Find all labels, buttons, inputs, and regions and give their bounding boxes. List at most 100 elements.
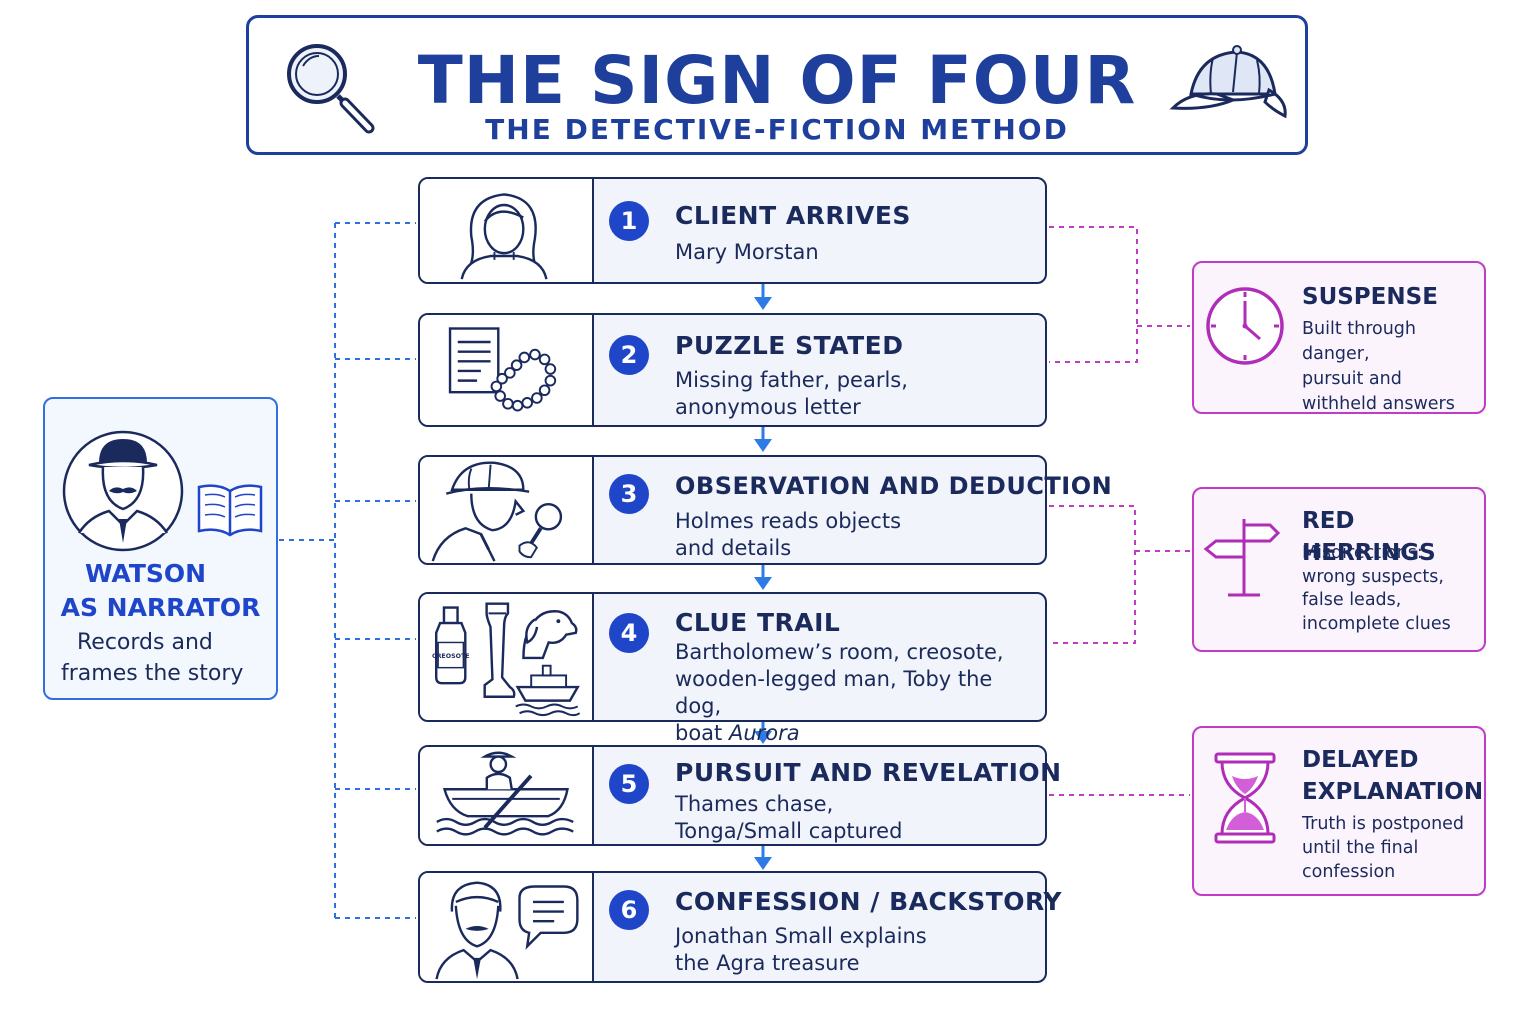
step-4-desc-line-last: boat Aurora [675, 720, 1035, 747]
step-6-title: CONFESSION / BACKSTORY [675, 887, 1063, 916]
open-book-icon [197, 484, 263, 537]
clue-objects-icon: CREOSOTE [432, 602, 581, 717]
device-title-line: DELAYED [1302, 747, 1419, 773]
step-4-description: Bartholomew’s room, creosote, wooden-leg… [675, 639, 1035, 747]
detective-with-magnifier-icon [431, 461, 563, 562]
step-1-title: CLIENT ARRIVES [675, 201, 911, 230]
step-5-description: Thames chase, Tonga/Small captured [675, 791, 1035, 845]
step-1-description: Mary Morstan [675, 239, 1035, 266]
device-desc-line: false leads, [1302, 590, 1402, 610]
flow-arrow-1-2 [754, 283, 772, 310]
step-4-desc-boat: boat [675, 721, 723, 745]
step-4-desc-boat-name: Aurora [728, 721, 800, 745]
device-delayed-explanation: DELAYED EXPLANATION Truth is postponed u… [1192, 726, 1486, 896]
woman-portrait-icon [460, 193, 548, 280]
rowing-boat-icon [436, 751, 574, 836]
device-red-herrings: RED HERRINGS Misdirections: wrong suspec… [1192, 487, 1486, 652]
step-3-title: OBSERVATION AND DEDUCTION [675, 472, 1113, 500]
step-3-number: 3 [609, 474, 649, 514]
step-4-desc-line: Bartholomew’s room, creosote, [675, 640, 1004, 664]
wooden-leg-icon [483, 602, 516, 698]
device-desc-line: wrong suspects, [1302, 566, 1444, 587]
step-4-card: CREOSOTE 4 CLUE TRAIL Bartholomew’s room… [418, 592, 1047, 745]
step-5-icon-cell [420, 747, 594, 844]
device-desc-line: withheld answers [1302, 394, 1455, 414]
boat-aurora-icon [515, 664, 581, 717]
device-connectors [1049, 226, 1190, 796]
step-3-card: 3 OBSERVATION AND DEDUCTION Holmes reads… [418, 455, 1112, 565]
narrator-desc-line: frames the story [61, 661, 244, 686]
step-2-number: 2 [609, 335, 649, 375]
step-6-desc-line: the Agra treasure [675, 951, 860, 975]
bottle-label: CREOSOTE [432, 653, 470, 660]
device-delayed-explanation-description: Truth is postponed until the final confe… [1302, 812, 1478, 884]
device-suspense-description: Built through danger, pursuit and withhe… [1302, 317, 1478, 417]
narrator-box: WATSON AS NARRATOR Records and frames th… [43, 397, 278, 700]
magnifying-glass-icon [287, 44, 375, 134]
step-6-card: 6 CONFESSION / BACKSTORY Jonathan Small … [418, 871, 1062, 983]
creosote-bottle-icon: CREOSOTE [432, 606, 470, 685]
device-desc-line: until the final [1302, 838, 1419, 858]
device-desc-line: pursuit and [1302, 369, 1402, 389]
step-5-number: 5 [609, 764, 649, 804]
clock-icon [1206, 287, 1284, 365]
device-desc-line: Built through danger, [1302, 319, 1417, 364]
step-3-desc-line: Holmes reads objects [675, 509, 902, 533]
step-4-title: CLUE TRAIL [675, 608, 841, 637]
step-2-desc-line: anonymous letter [675, 395, 861, 419]
step-6-number: 6 [609, 890, 649, 930]
device-title-line: SUSPENSE [1302, 284, 1438, 310]
hourglass-icon [1214, 752, 1276, 844]
step-2-icon-cell [420, 315, 594, 425]
step-3-icon-cell [420, 457, 594, 563]
step-4-number: 4 [609, 613, 649, 653]
page-title: THE SIGN OF FOUR [417, 42, 1137, 119]
device-suspense-title: SUSPENSE [1302, 281, 1478, 313]
deerstalker-hat-icon [1169, 45, 1287, 119]
step-4-desc-line: wooden-legged man, Toby the dog, [675, 667, 993, 718]
flow-arrow-2-3 [754, 426, 772, 452]
title-banner: THE SIGN OF FOUR THE DETECTIVE-FICTION M… [246, 15, 1308, 155]
device-desc-line: incomplete clues [1302, 613, 1451, 634]
narrator-desc-line: Records and [77, 630, 213, 655]
page-subtitle: THE DETECTIVE-FICTION METHOD [485, 113, 1069, 146]
device-red-herrings-title: RED HERRINGS [1302, 505, 1478, 569]
step-1-icon-cell [420, 179, 594, 282]
step-5-title: PURSUIT AND REVELATION [675, 758, 1062, 787]
flow-arrow-5-6 [754, 846, 772, 870]
flow-arrow-3-4 [754, 565, 772, 590]
device-desc-line: Truth is postponed [1302, 814, 1465, 834]
narrator-subtitle: AS NARRATOR [60, 593, 261, 622]
step-6-desc-line: Jonathan Small explains [675, 924, 927, 948]
step-1-desc-line: Mary Morstan [675, 240, 819, 264]
step-2-desc-line: Missing father, pearls, [675, 368, 908, 392]
step-4-icon-cell: CREOSOTE [420, 594, 594, 720]
step-2-description: Missing father, pearls, anonymous letter [675, 367, 1035, 421]
device-red-herrings-description: Misdirections: wrong suspects, false lea… [1302, 542, 1478, 636]
device-suspense: SUSPENSE Built through danger, pursuit a… [1192, 261, 1486, 414]
device-title-line: EXPLANATION [1302, 779, 1484, 805]
man-with-speech-bubble-icon [435, 881, 579, 980]
device-delayed-explanation-title: DELAYED EXPLANATION [1302, 744, 1484, 808]
step-2-title: PUZZLE STATED [675, 331, 904, 360]
step-2-card: 2 PUZZLE STATED Missing father, pearls, … [418, 313, 1047, 427]
step-5-desc-line: Tonga/Small captured [675, 819, 903, 843]
signpost-icon [1203, 519, 1281, 597]
narrator-description: Records and frames the story [61, 627, 270, 689]
step-1-card: 1 CLIENT ARRIVES Mary Morstan [418, 177, 1047, 284]
step-3-desc-line: and details [675, 536, 792, 560]
dog-head-icon [522, 610, 578, 660]
step-6-description: Jonathan Small explains the Agra treasur… [675, 923, 1035, 977]
letter-and-pearls-icon [448, 327, 557, 412]
step-1-number: 1 [609, 201, 649, 241]
step-5-desc-line: Thames chase, [675, 792, 834, 816]
device-title-line: RED HERRINGS [1302, 508, 1436, 566]
watson-portrait-icon [62, 430, 184, 552]
step-6-icon-cell [420, 873, 594, 981]
device-desc-line: confession [1302, 862, 1396, 882]
step-3-description: Holmes reads objects and details [675, 508, 1035, 562]
narrator-connectors [279, 222, 416, 919]
narrator-title: WATSON [84, 559, 207, 588]
device-desc-line: Misdirections: [1302, 543, 1423, 563]
step-5-card: 5 PURSUIT AND REVELATION Thames chase, T… [418, 745, 1061, 846]
